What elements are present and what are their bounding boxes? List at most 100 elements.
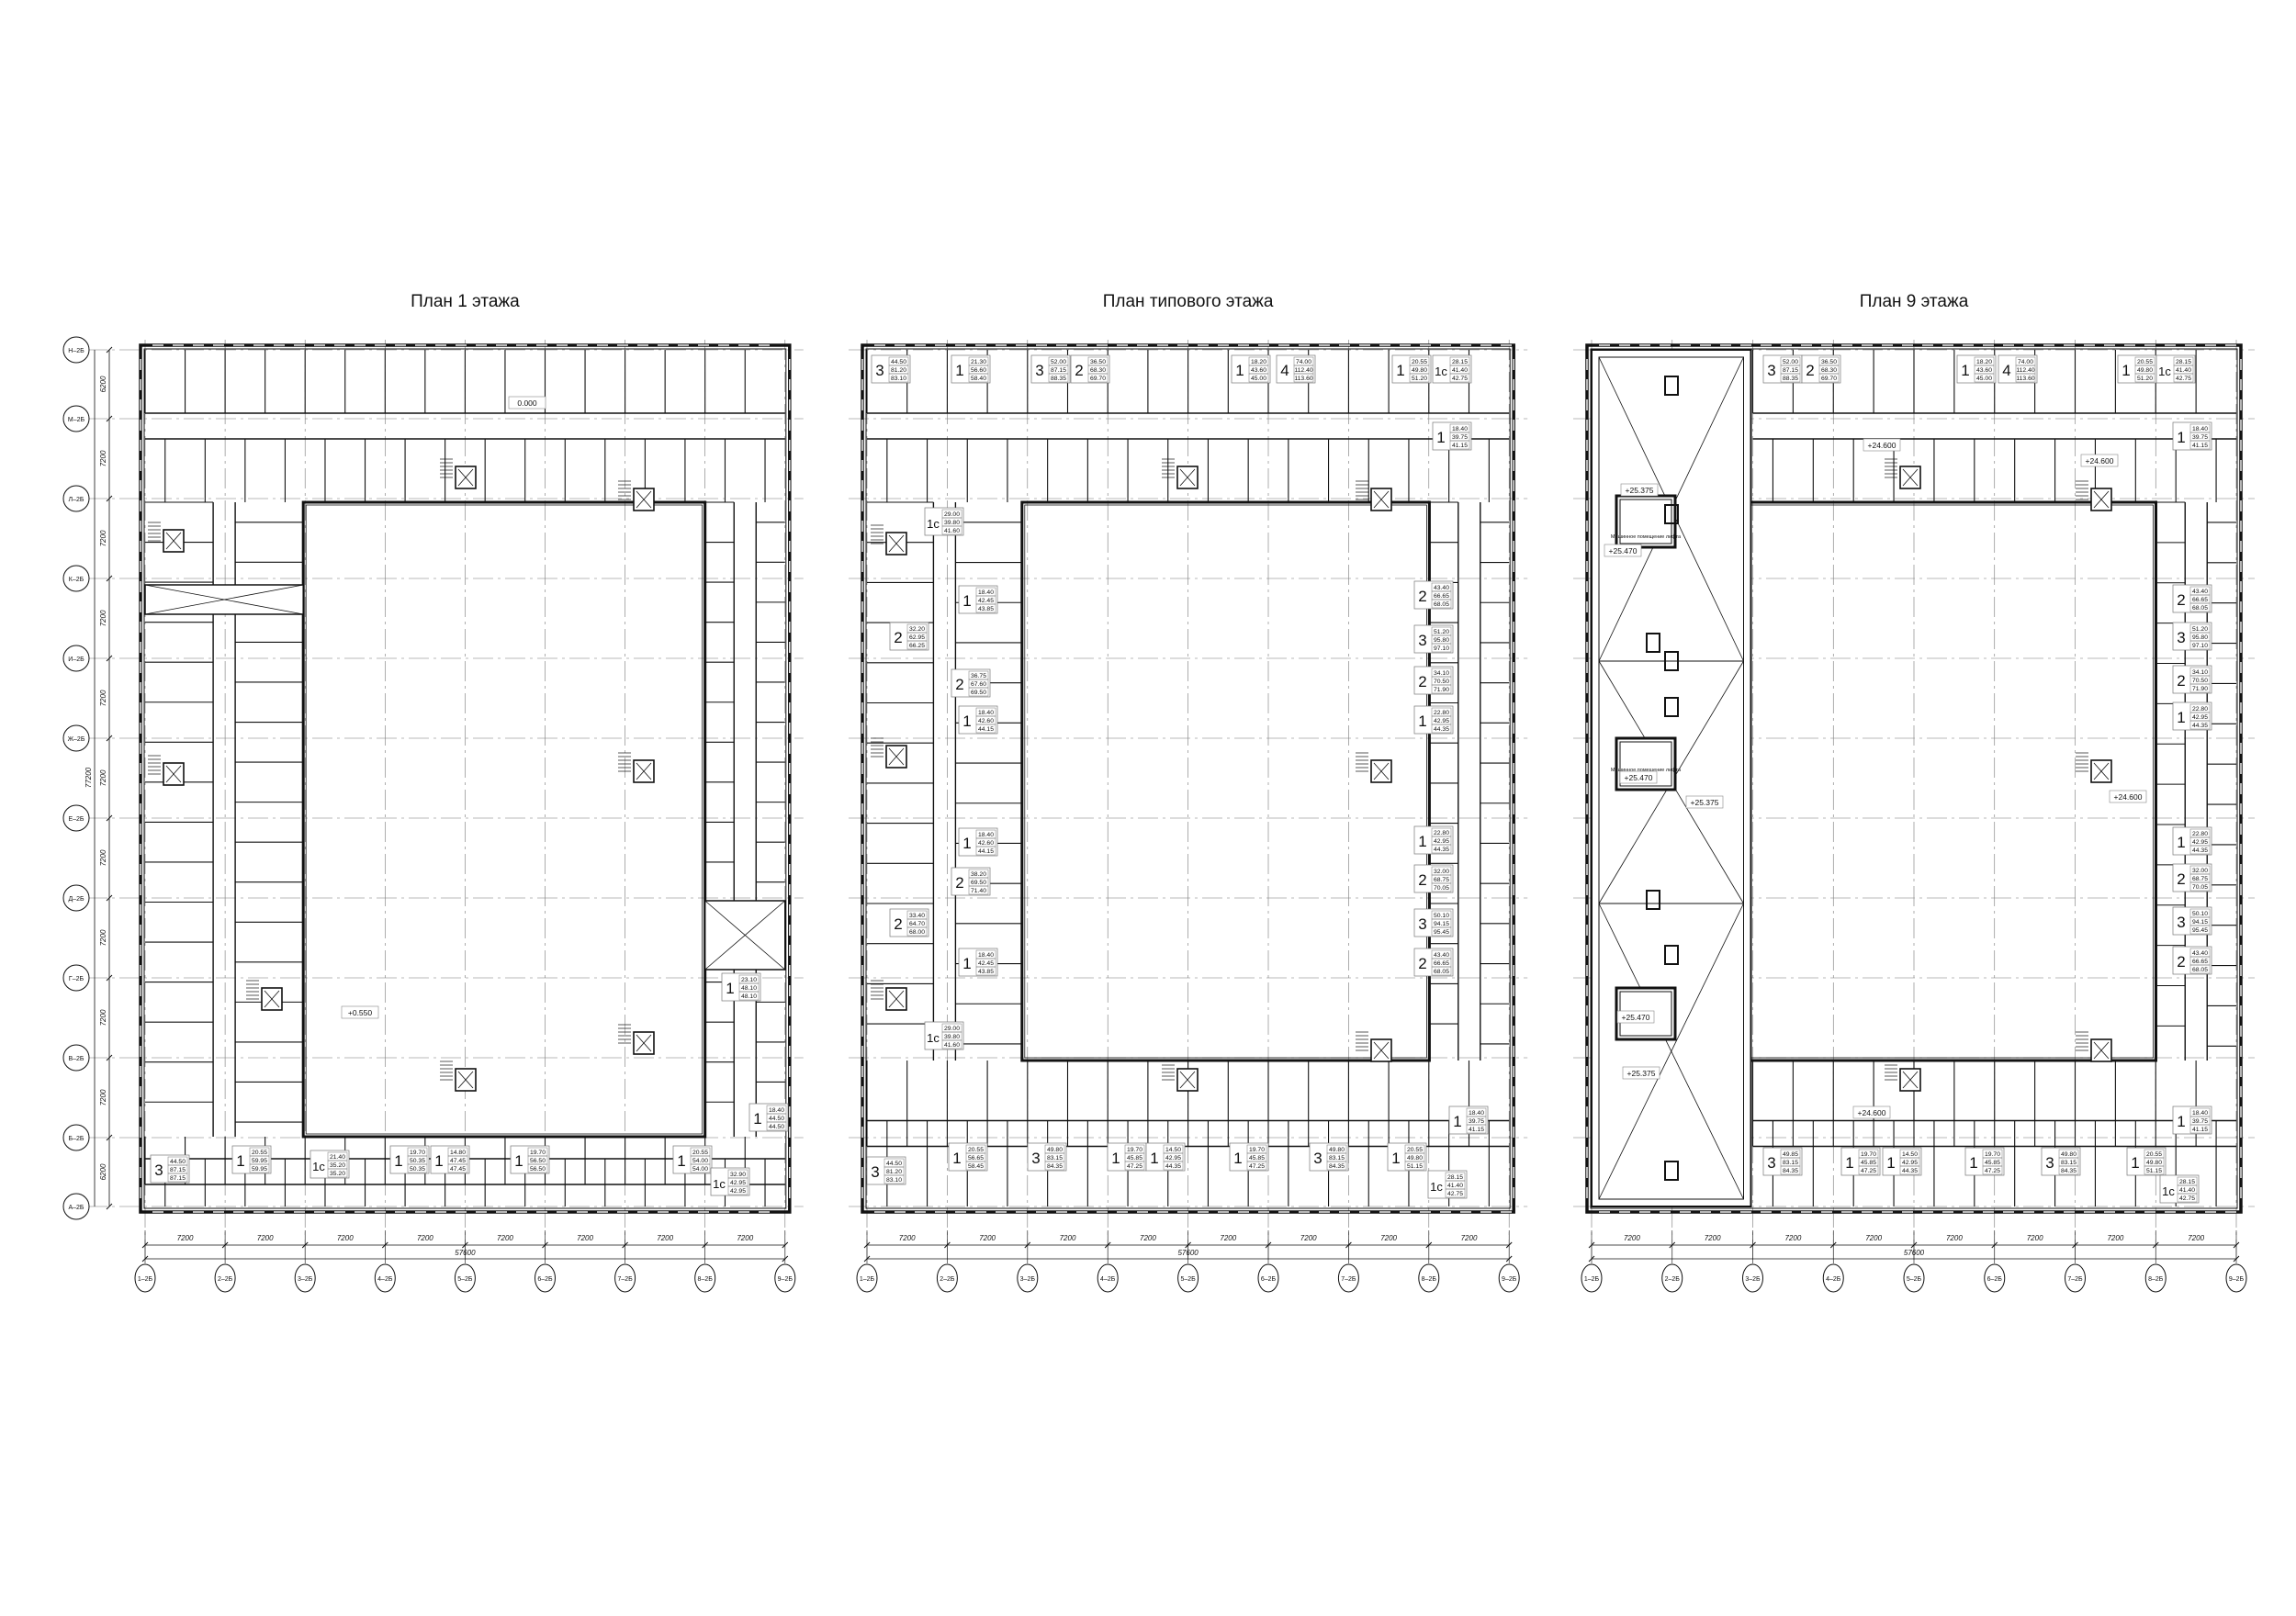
axis-label: 1–2Б — [1584, 1276, 1600, 1283]
apartment-area: 42.45 — [978, 960, 994, 967]
apartment-area: 50.10 — [2192, 911, 2208, 917]
apartment-rooms: 1 — [2177, 834, 2185, 851]
column-axis-bubble: 2–2Б — [214, 1263, 236, 1293]
courtyard-wall-inner — [305, 504, 703, 1135]
dimension-tick — [1505, 1241, 1513, 1249]
apartment-area: 87.15 — [170, 1175, 186, 1182]
apartment-area: 95.45 — [1434, 929, 1449, 936]
apartment-label-box — [2159, 1174, 2200, 1204]
axis-bubble — [1984, 1263, 2006, 1293]
apartment-area-cell — [1404, 1161, 1425, 1171]
apartment-area: 113.60 — [2016, 376, 2035, 382]
apartment-area: 69.50 — [971, 690, 986, 696]
apartment-label-box — [721, 972, 761, 1002]
apartment-rooms: 1 — [753, 1110, 761, 1128]
lift-icon — [148, 522, 185, 553]
axis-bubble — [1498, 1263, 1520, 1293]
dimension-value: 6200 — [99, 376, 107, 392]
axis-bubble — [1257, 1263, 1279, 1293]
axis-bubble — [936, 1263, 958, 1293]
apartment-rooms: 3 — [2177, 629, 2185, 646]
axis-bubble — [214, 1263, 236, 1293]
column-axis-bubble: 6–2Б — [535, 1263, 556, 1293]
lift-icon — [871, 980, 907, 1011]
dimension-tick — [1991, 1241, 1998, 1249]
dimension-tick — [106, 495, 113, 502]
apartment-area-cell — [2058, 1165, 2079, 1175]
column-axis-bubble: 3–2Б — [1742, 1263, 1763, 1293]
axis-label: Г–2Б — [69, 976, 84, 982]
apartment-area: 19.70 — [1985, 1151, 2000, 1158]
apartment-area: 68.05 — [2192, 605, 2208, 612]
lift-cross — [888, 534, 905, 553]
apartment-area: 49.80 — [2061, 1151, 2077, 1158]
apartment-area: 38.20 — [971, 871, 986, 878]
apartment-label-box — [871, 354, 911, 384]
apartment-area: 42.95 — [1434, 718, 1449, 724]
column-axis-bubble: 8–2Б — [1418, 1263, 1440, 1293]
apartment-area: 113.60 — [1294, 376, 1313, 382]
elevation-mark: +25.375 — [1622, 1066, 1660, 1080]
apartment-label-box — [150, 1154, 190, 1184]
dimension-value: 7200 — [497, 1234, 513, 1242]
apartment-area-cell — [407, 1163, 428, 1173]
dimension-tick — [2233, 1241, 2240, 1249]
apartment-area: 83.15 — [1329, 1155, 1345, 1162]
apartment-area-cell — [2134, 373, 2155, 383]
apartment-rooms: 1 — [1436, 429, 1445, 446]
apartment-label-box — [1391, 354, 1432, 384]
apartment-area: 41.15 — [1452, 443, 1468, 449]
apartment-area-cell — [1048, 373, 1069, 383]
dimension-value: 7200 — [99, 769, 107, 786]
apartment-rooms: 1 — [236, 1152, 244, 1170]
dimension-total-value: 57600 — [455, 1249, 476, 1257]
roof-vent-icon — [1664, 945, 1679, 965]
apartment-rooms: 2 — [1806, 362, 1814, 379]
dimension-tick — [1669, 1241, 1676, 1249]
lift-cross — [1373, 1041, 1390, 1060]
axis-bubble — [62, 724, 90, 752]
apartment-rooms: 1 — [1969, 1154, 1977, 1172]
elevation-box — [1616, 1010, 1655, 1024]
courtyard-wall-inner — [1024, 504, 1427, 1059]
apartment-area-cell — [1449, 440, 1470, 450]
apartment-area: 19.70 — [1249, 1147, 1265, 1153]
axis-label: 9–2Б — [2229, 1276, 2245, 1283]
apartment-area: 49.80 — [1412, 367, 1427, 374]
apartment-area-cell — [1124, 1161, 1145, 1171]
dimension-value: 7200 — [1140, 1234, 1156, 1242]
apartment-area: 28.15 — [2176, 359, 2191, 365]
apartment-area: 95.80 — [2192, 634, 2208, 641]
roof-vent-icon — [1664, 697, 1679, 717]
lift-cross — [1373, 762, 1390, 780]
roof-vent-icon — [1646, 890, 1660, 910]
dimension-tick — [1829, 1241, 1837, 1249]
apartment-area-cell — [447, 1163, 468, 1173]
column-axis-bubble: 8–2Б — [694, 1263, 716, 1293]
apartment-area-cell — [527, 1163, 548, 1173]
apartment-area: 42.95 — [2192, 839, 2208, 846]
apartment-label-box — [924, 507, 964, 536]
apartment-area-cell — [738, 991, 760, 1001]
apartment-area: 71.90 — [1434, 687, 1449, 693]
apartment-area-cell — [1431, 684, 1452, 694]
apartment-rooms: 1c — [1430, 1180, 1443, 1194]
dimension-tick — [106, 346, 113, 354]
dimension-tick — [1185, 1241, 1191, 1249]
apartment-area-cell — [1780, 1165, 1801, 1175]
apartment-area: 44.50 — [886, 1161, 902, 1167]
apartment-rooms: 2 — [1418, 871, 1426, 889]
axis-bubble — [62, 1124, 90, 1151]
apartment-rooms: 1 — [514, 1152, 523, 1170]
